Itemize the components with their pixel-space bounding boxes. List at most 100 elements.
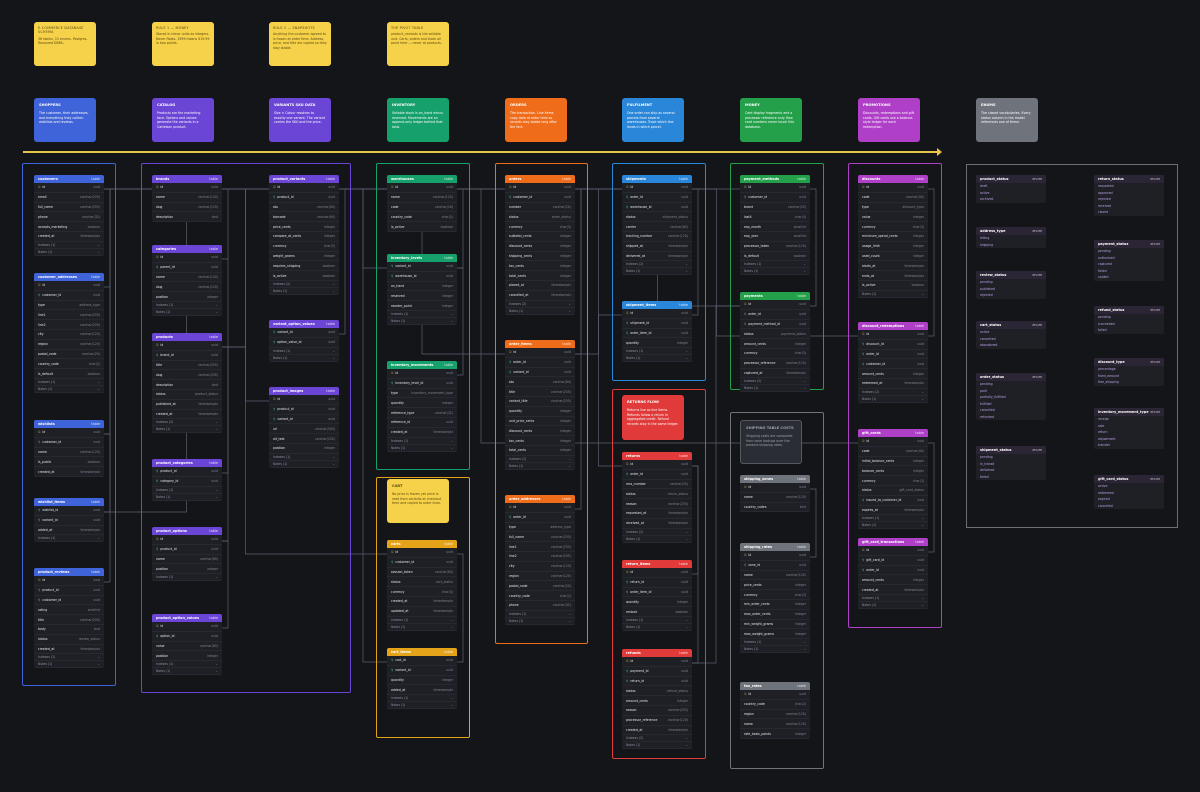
- table-footer-item[interactable]: Indexes (2)⌄: [622, 735, 692, 743]
- table-footer-item[interactable]: Indexes (2)⌄: [505, 301, 575, 308]
- table-footer-item[interactable]: Indexes (1)⌄: [269, 454, 339, 461]
- table-footer-item[interactable]: Indexes (1)⌄: [622, 348, 692, 356]
- table-footer-item[interactable]: Notes (1)⌄: [858, 522, 928, 530]
- table-footer-item[interactable]: Indexes (1)⌄: [269, 348, 339, 355]
- table-footer-item[interactable]: Indexes (2)⌄: [622, 529, 692, 536]
- table-footer-item[interactable]: Indexes (2)⌄: [34, 654, 104, 662]
- table-footer-item[interactable]: Notes (1)⌄: [505, 618, 575, 625]
- table-footer-item[interactable]: Notes (1)⌄: [740, 268, 810, 276]
- table-footer-item[interactable]: Indexes (2)⌄: [622, 261, 692, 269]
- table-footer-item[interactable]: Notes (1)⌄: [622, 268, 692, 276]
